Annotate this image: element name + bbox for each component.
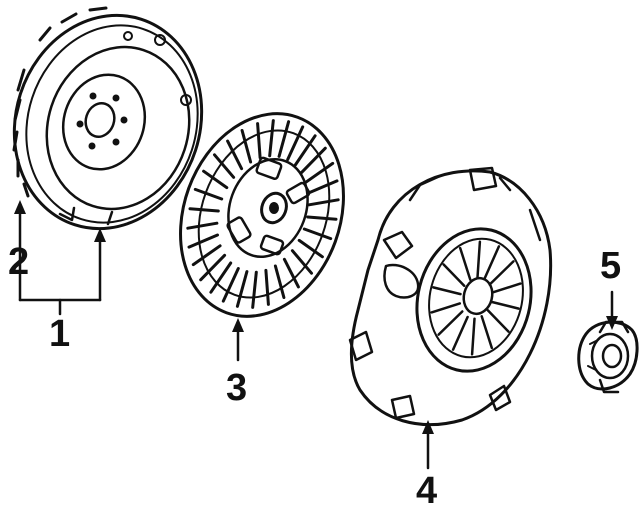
diaphragm-finger-line	[488, 260, 515, 286]
diaphragm-finger-line	[490, 282, 522, 294]
diaphragm-finger-line	[476, 240, 482, 279]
callout-number: 2	[8, 241, 29, 283]
friction-groove-line	[256, 122, 262, 160]
callout-number: 5	[600, 245, 621, 287]
friction-groove-line	[304, 161, 335, 184]
diaphragm-finger-line	[486, 309, 510, 333]
friction-groove-line	[240, 129, 253, 164]
friction-groove-line	[188, 207, 220, 213]
friction-groove-line	[268, 119, 275, 158]
friction-groove-line	[293, 134, 317, 167]
callout-3-leader	[232, 318, 244, 362]
friction-groove-line	[251, 270, 258, 309]
friction-groove-line	[297, 238, 324, 259]
friction-groove-line	[199, 253, 227, 282]
diaphragm-finger-line	[483, 245, 501, 281]
friction-groove-line	[286, 125, 305, 161]
callout-number: 1	[49, 313, 70, 355]
friction-groove-line	[187, 233, 219, 249]
diaphragm-finger-line	[458, 246, 472, 281]
callout-5-leader	[606, 290, 618, 330]
friction-groove-line	[193, 187, 224, 201]
release-bearing-icon[interactable]	[577, 320, 639, 394]
diaphragm-finger-line	[470, 317, 476, 356]
friction-groove-line	[273, 264, 286, 299]
friction-groove-line	[235, 270, 249, 308]
diaphragm-finger-line	[432, 286, 462, 296]
friction-groove-line	[307, 198, 340, 207]
diaphragm-finger-line	[430, 302, 462, 314]
friction-groove-line	[306, 215, 338, 221]
callout-number: 3	[226, 367, 247, 409]
diaphragm-finger-line	[442, 263, 466, 287]
friction-groove-line	[213, 153, 236, 179]
diaphragm-finger-line	[480, 315, 494, 350]
friction-groove-line	[191, 244, 222, 267]
diaphragm-finger-line	[451, 315, 469, 351]
friction-groove-line	[302, 227, 333, 241]
flywheel-assembly-icon[interactable]	[0, 0, 229, 253]
friction-groove-line	[299, 146, 327, 175]
clutch-disc-icon[interactable]	[153, 91, 371, 340]
callout-4-leader	[422, 420, 434, 470]
friction-groove-line	[290, 249, 313, 275]
pressure-plate-icon[interactable]	[348, 166, 553, 427]
diaphragm-finger-line	[437, 310, 464, 336]
friction-groove-line	[277, 120, 291, 158]
friction-groove-line	[264, 268, 270, 306]
friction-groove-line	[307, 179, 339, 195]
friction-groove-line	[282, 257, 300, 289]
friction-groove-line	[226, 139, 244, 171]
callout-number: 4	[416, 470, 437, 506]
friction-groove-line	[202, 169, 229, 190]
friction-groove-line	[209, 261, 233, 294]
friction-groove-line	[186, 221, 219, 230]
diaphragm-finger-line	[490, 300, 520, 310]
friction-groove-line	[221, 267, 240, 303]
callout-1-leader	[18, 298, 102, 316]
callout-2-leader	[14, 200, 106, 302]
